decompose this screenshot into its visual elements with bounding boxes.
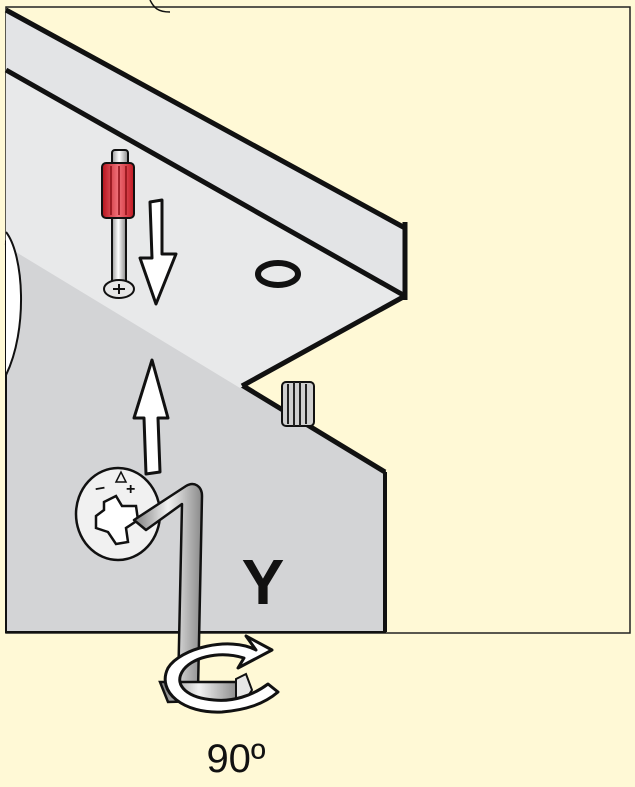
dowel-stub bbox=[282, 382, 314, 426]
rotation-angle-label: 90º bbox=[206, 737, 265, 781]
screw-plus-mark: + bbox=[126, 481, 135, 498]
part-label-y: Y bbox=[242, 546, 285, 618]
